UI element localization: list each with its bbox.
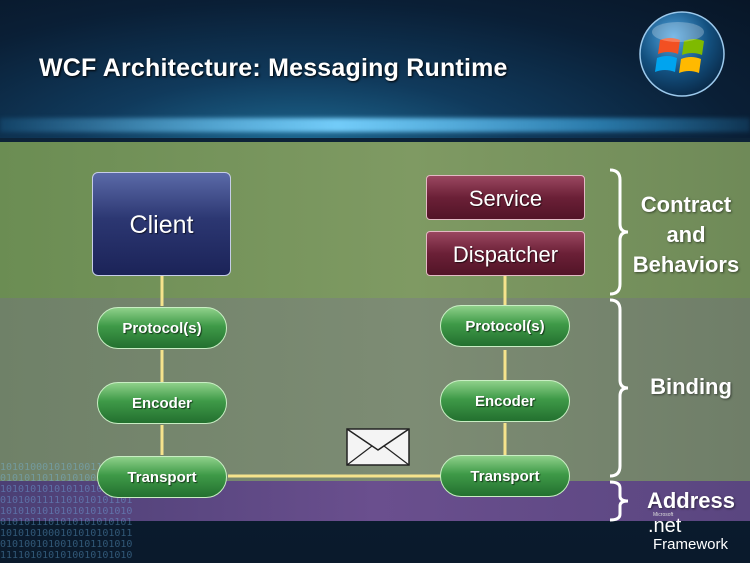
address-brace: [609, 480, 629, 522]
binding-label: Binding: [650, 374, 732, 399]
binding-brace: [609, 298, 629, 478]
contract-label-line-3: Behaviors: [632, 252, 740, 277]
dispatcher-box: Dispatcher: [426, 231, 585, 276]
slide-header: [0, 0, 750, 138]
net-text: .net: [648, 515, 682, 537]
service-encoder-pill: Encoder: [440, 380, 570, 422]
service-protocol-pill: Protocol(s): [440, 305, 570, 347]
contract-label-line-2: and: [666, 222, 706, 247]
service-box: Service: [426, 175, 585, 220]
microsoft-text: Microsoft: [653, 512, 674, 518]
address-label: Address: [646, 488, 736, 513]
framework-text: Framework: [653, 536, 729, 553]
client-encoder-pill: Encoder: [97, 382, 227, 424]
client-transport-pill: Transport: [97, 456, 227, 498]
windows-logo-icon: [639, 11, 725, 97]
contract-label-line-1: Contract: [640, 192, 732, 217]
service-transport-pill: Transport: [440, 455, 570, 497]
header-glow-line: [0, 118, 750, 132]
client-protocol-pill: Protocol(s): [97, 307, 227, 349]
binary-background-decoration: 1010100010101001101010 01010110110101001…: [0, 462, 133, 561]
client-box: Client: [92, 172, 231, 276]
slide-title: WCF Architecture: Messaging Runtime: [39, 54, 508, 82]
envelope-icon: [346, 428, 410, 466]
contract-and-behaviors-label: Contract and Behaviors: [622, 190, 750, 280]
contract-brace: [609, 168, 629, 296]
